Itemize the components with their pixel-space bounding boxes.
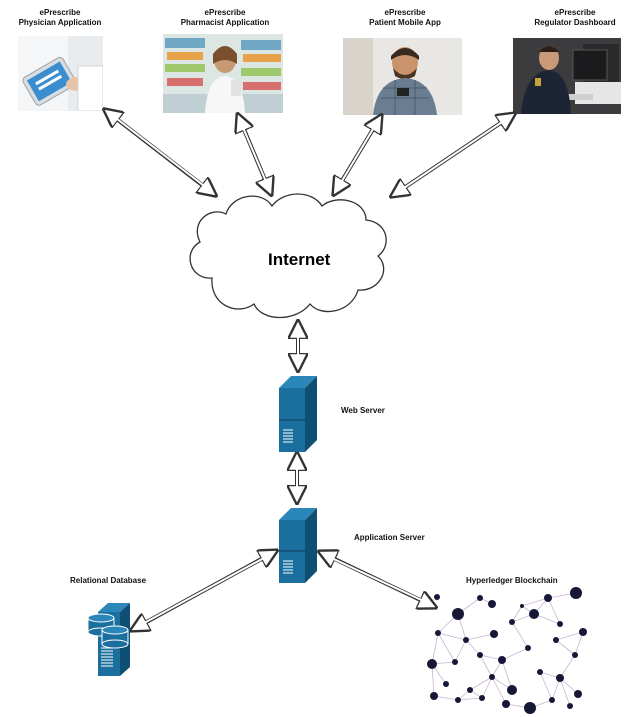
regulator-photo (513, 38, 621, 114)
blockchain-node (525, 645, 531, 651)
blockchain-link (457, 697, 483, 701)
blockchain-link (465, 633, 495, 641)
blockchain-node (435, 630, 441, 636)
patient-app-brand: ePrescribe (384, 8, 426, 17)
blockchain-node (477, 652, 483, 658)
pharmacist-app-brand: ePrescribe (204, 8, 246, 17)
relational-database-label: Relational Database (70, 576, 147, 585)
internet-label: Internet (268, 250, 331, 269)
regulator-dashboard-brand: ePrescribe (554, 8, 596, 17)
blockchain-link (469, 676, 493, 691)
blockchain-node (556, 674, 564, 682)
blockchain-node (557, 621, 563, 627)
blockchain-node (570, 587, 582, 599)
hyperledger-blockchain-network (427, 587, 587, 714)
blockchain-node (572, 652, 578, 658)
patient-photo (343, 38, 462, 115)
blockchain-link (559, 654, 576, 679)
blockchain-link (433, 695, 459, 701)
blockchain-node (567, 703, 573, 709)
blockchain-node (463, 637, 469, 643)
blockchain-link (511, 621, 529, 649)
blockchain-link (479, 654, 493, 678)
blockchain-node (544, 594, 552, 602)
blockchain-node (579, 628, 587, 636)
blockchain-link (555, 639, 576, 656)
patient-app-label: ePrescribe Patient Mobile App (345, 8, 465, 28)
blockchain-link (481, 676, 493, 699)
blockchain-link (454, 639, 467, 663)
blockchain-node (549, 697, 555, 703)
blockchain-node (529, 609, 539, 619)
blockchain-link (437, 632, 456, 663)
blockchain-link (501, 647, 529, 661)
blockchain-link (501, 659, 513, 691)
application-server-label: Application Server (354, 533, 425, 542)
blockchain-node (430, 692, 438, 700)
pharmacist-app-label: ePrescribe Pharmacist Application (160, 8, 290, 28)
blockchain-node (427, 659, 437, 669)
internet-cloud (189, 193, 387, 318)
relational-database-icon (87, 603, 130, 676)
blockchain-node (537, 669, 543, 675)
blockchain-node (553, 637, 559, 643)
blockchain-node (477, 595, 483, 601)
blockchain-link (574, 631, 584, 656)
blockchain-node (455, 697, 461, 703)
blockchain-link (555, 631, 584, 641)
blockchain-node (452, 659, 458, 665)
pharmacist-app-name: Pharmacist Application (180, 18, 270, 27)
blockchain-node (507, 685, 517, 695)
blockchain-node (524, 702, 536, 714)
patient-app-name: Patient Mobile App (369, 18, 441, 27)
regulator-dashboard-name: Regulator Dashboard (534, 18, 616, 27)
blockchain-node (434, 594, 440, 600)
blockchain-link (465, 639, 481, 656)
blockchain-node (490, 630, 498, 638)
blockchain-link (437, 632, 467, 641)
blockchain-node (498, 656, 506, 664)
blockchain-link (431, 663, 435, 697)
physician-app-label: ePrescribe Physician Application (5, 8, 115, 28)
blockchain-node (479, 695, 485, 701)
blockchain-node (467, 687, 473, 693)
blockchain-link (559, 677, 571, 707)
blockchain-node (520, 604, 524, 608)
blockchain-link (559, 677, 579, 695)
hyperledger-blockchain-label: Hyperledger Blockchain (466, 576, 558, 585)
blockchain-node (489, 674, 495, 680)
blockchain-node (509, 619, 515, 625)
physician-app-name: Physician Application (18, 18, 102, 27)
application-server-icon (279, 508, 317, 583)
blockchain-link (547, 597, 561, 625)
blockchain-node (502, 700, 510, 708)
web-server-icon (279, 376, 317, 452)
physician-app-brand: ePrescribe (39, 8, 81, 17)
blockchain-link (521, 597, 549, 607)
physician-photo (18, 36, 103, 111)
blockchain-node (443, 681, 449, 687)
web-server-label: Web Server (341, 406, 385, 415)
regulator-dashboard-label: ePrescribe Regulator Dashboard (515, 8, 635, 28)
blockchain-node (574, 690, 582, 698)
blockchain-link (431, 632, 439, 665)
blockchain-link (539, 671, 553, 701)
blockchain-node (488, 600, 496, 608)
blockchain-link (511, 605, 523, 623)
blockchain-node (452, 608, 464, 620)
blockchain-link (491, 676, 507, 705)
